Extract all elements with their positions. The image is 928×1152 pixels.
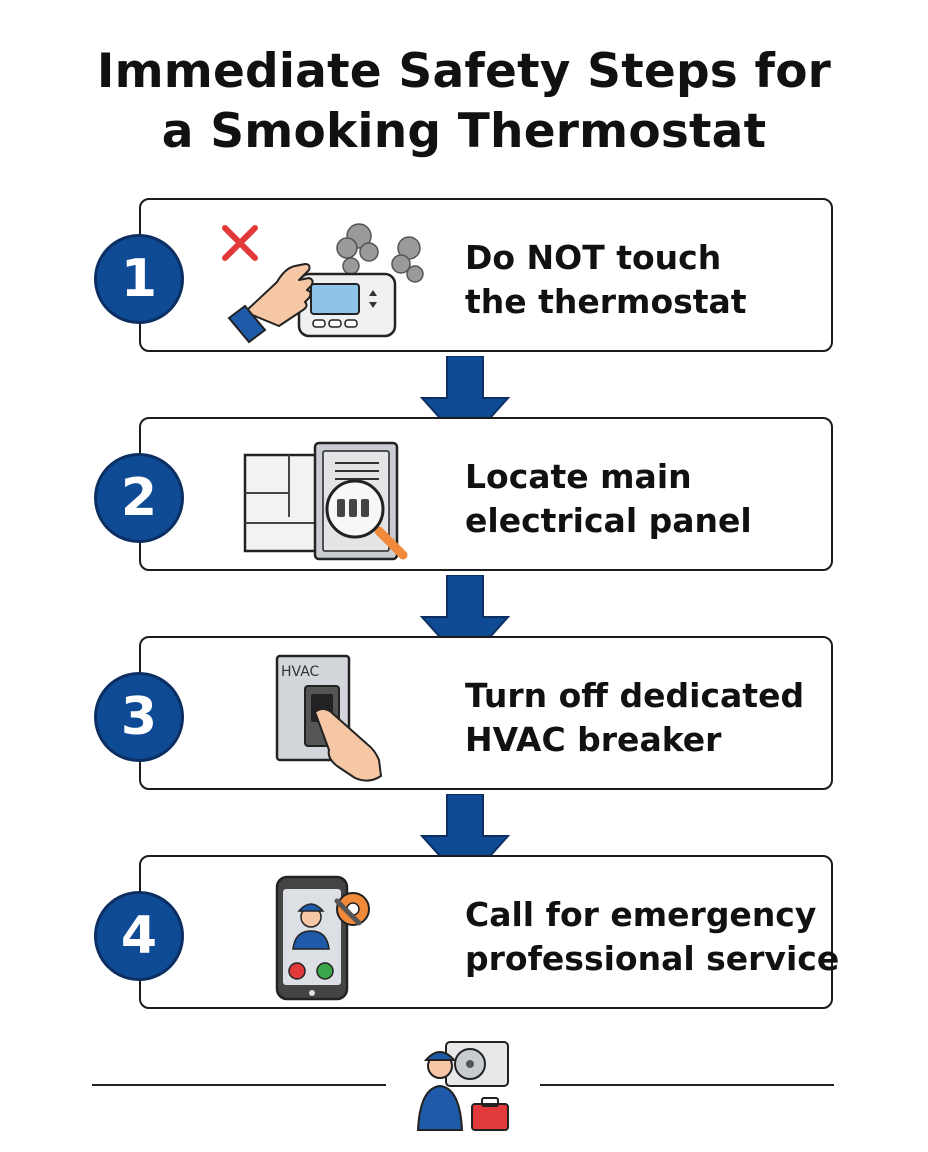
hand-touching-smoking-thermostat-icon bbox=[219, 208, 439, 344]
step-text-1: Do NOT touch the thermostat bbox=[465, 236, 835, 324]
page-title: Immediate Safety Steps for a Smoking The… bbox=[0, 42, 928, 162]
step-card-4: Call for emergency professional service bbox=[139, 855, 840, 1009]
step-4-line-2: professional service bbox=[465, 939, 840, 978]
hvac-technician-icon bbox=[412, 1034, 516, 1134]
step-number-badge: 3 bbox=[94, 672, 184, 762]
step-text-2: Locate main electrical panel bbox=[465, 455, 835, 543]
footer-divider-left bbox=[92, 1084, 386, 1086]
footer-divider-right bbox=[540, 1084, 834, 1086]
step-1-line-2: the thermostat bbox=[465, 282, 747, 321]
step-text-3: Turn off dedicated HVAC breaker bbox=[465, 674, 835, 762]
electrical-panel-search-icon bbox=[219, 427, 439, 563]
title-line-2: a Smoking Thermostat bbox=[161, 104, 767, 159]
step-number-badge: 1 bbox=[94, 234, 184, 324]
step-text-4: Call for emergency professional service bbox=[465, 893, 840, 981]
phone-call-technician-icon bbox=[219, 865, 439, 1001]
hvac-label: HVAC bbox=[281, 664, 320, 680]
step-3-line-2: HVAC breaker bbox=[465, 720, 722, 759]
step-card-2: Locate main electrical panel bbox=[139, 417, 833, 571]
hvac-breaker-switch-icon: HVAC bbox=[219, 646, 439, 782]
step-3-line-1: Turn off dedicated bbox=[465, 676, 805, 715]
step-4-line-1: Call for emergency bbox=[465, 895, 817, 934]
title-line-1: Immediate Safety Steps for bbox=[96, 44, 832, 99]
step-card-3: HVAC Turn off dedicated HVAC breaker bbox=[139, 636, 833, 790]
step-2-line-2: electrical panel bbox=[465, 501, 752, 540]
step-number-badge: 4 bbox=[94, 891, 184, 981]
step-1-line-1: Do NOT touch bbox=[465, 238, 722, 277]
step-number-badge: 2 bbox=[94, 453, 184, 543]
step-card-1: Do NOT touch the thermostat bbox=[139, 198, 833, 352]
step-2-line-1: Locate main bbox=[465, 457, 692, 496]
